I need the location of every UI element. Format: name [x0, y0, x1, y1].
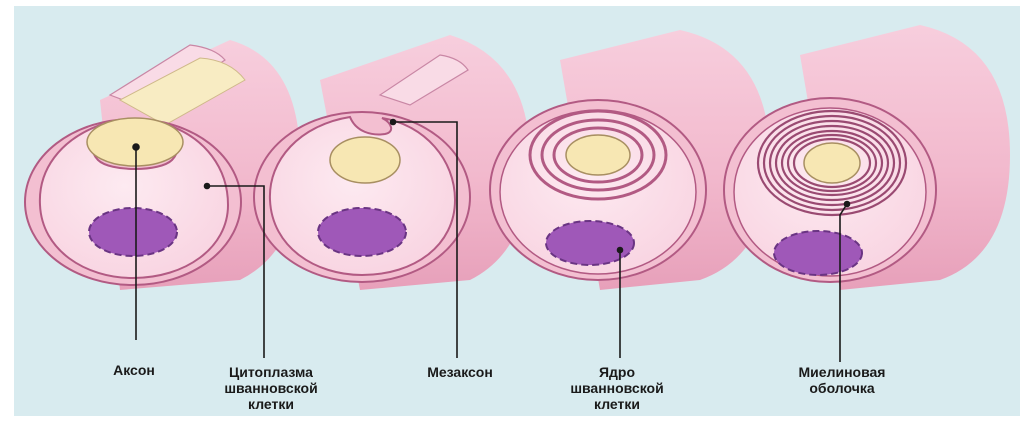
nucleus-label: Ядро шванновской клетки	[568, 364, 666, 412]
mesaxon-label: Мезаксон	[420, 364, 500, 380]
stage-2-nucleus	[318, 208, 406, 256]
nucleus-label-line-3: клетки	[568, 396, 666, 412]
cytoplasm-leader-dot	[205, 184, 210, 189]
mesaxon-leader-dot	[391, 120, 396, 125]
nucleus-leader-dot	[618, 248, 623, 253]
nucleus-label-line-1: Ядро	[568, 364, 666, 380]
cytoplasm-label-line-3: клетки	[222, 396, 320, 412]
stage-4-nucleus	[774, 231, 862, 275]
axon-leader-dot	[133, 144, 139, 150]
myelin-label-line-1: Миелиновая	[790, 364, 894, 380]
cytoplasm-label: Цитоплазма шванновской клетки	[222, 364, 320, 412]
myelin-label-line-2: оболочка	[790, 380, 894, 396]
cytoplasm-label-line-1: Цитоплазма	[222, 364, 320, 380]
mesaxon-label-text: Мезаксон	[420, 364, 500, 380]
stage-1-nucleus	[89, 208, 177, 256]
stage-3-axon	[566, 135, 630, 175]
axon-label: Аксон	[104, 362, 164, 378]
axon-label-text: Аксон	[104, 362, 164, 378]
stage-1-axon	[87, 118, 183, 166]
stage-2-axon	[330, 137, 400, 183]
myelin-leader-dot	[845, 202, 850, 207]
stage-4-axon	[804, 143, 860, 183]
myelin-label: Миелиновая оболочка	[790, 364, 894, 396]
cytoplasm-label-line-2: шванновской	[222, 380, 320, 396]
nucleus-label-line-2: шванновской	[568, 380, 666, 396]
